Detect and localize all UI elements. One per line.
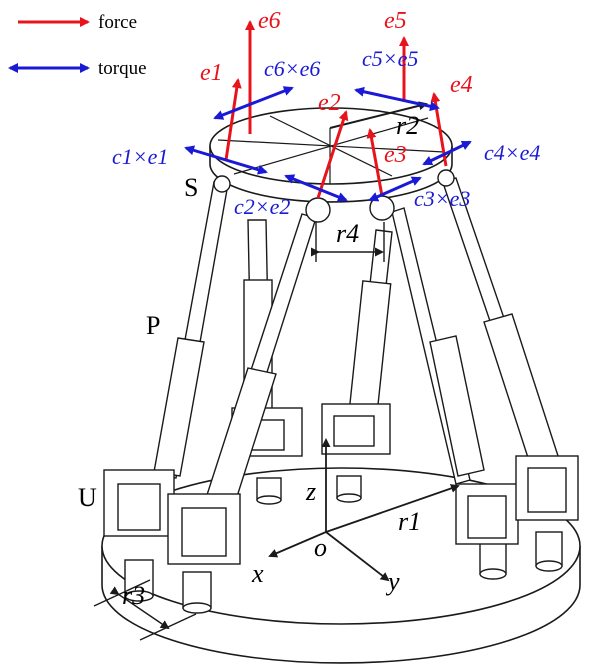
label-z: z: [305, 477, 316, 506]
label-U: U: [78, 483, 97, 512]
label-r2: r2: [396, 111, 419, 140]
u-joints-front: [103, 455, 579, 565]
base-frame: [268, 438, 460, 582]
label-e6: e6: [258, 8, 281, 34]
label-e4: e4: [450, 72, 473, 98]
torque-c1e1-arrow: [184, 145, 268, 175]
label-c4e4: c4×e4: [484, 140, 540, 165]
x-axis: [268, 531, 327, 558]
label-c5e5: c5×e5: [362, 46, 418, 71]
label-e5: e5: [384, 8, 407, 34]
label-S: S: [184, 173, 198, 202]
torque-c6e6-arrow: [213, 86, 294, 120]
label-o: o: [314, 533, 327, 562]
label-c6e6: c6×e6: [264, 56, 320, 81]
label-y: y: [385, 567, 400, 596]
label-r1: r1: [398, 507, 421, 536]
label-c2e2: c2×e2: [234, 194, 290, 219]
label-e2: e2: [318, 90, 341, 116]
torque-arrows: [184, 86, 472, 202]
r3-dimension: [93, 579, 197, 641]
label-e3: e3: [384, 142, 407, 168]
spherical-joints: [213, 169, 455, 223]
label-P: P: [146, 311, 160, 340]
label-r3: r3: [122, 581, 145, 610]
r4-dimension: [311, 222, 385, 262]
torque-c2e2-arrow: [284, 174, 348, 202]
label-c1e1: c1×e1: [112, 144, 168, 169]
label-r4: r4: [336, 219, 359, 248]
r1-arrow: [325, 484, 460, 533]
torque-c3e3-arrow: [368, 176, 422, 202]
legend-force-label: force: [98, 12, 137, 33]
label-x: x: [251, 559, 264, 588]
torque-c5e5-arrow: [354, 86, 440, 112]
torque-c4e4-arrow: [422, 140, 472, 166]
label-e1: e1: [200, 60, 223, 86]
label-c3e3: c3×e3: [414, 186, 470, 211]
labels: e6 e5 e1 e2 e3 e4 c6×e6 c5×e5 c1×e1 c2×e…: [78, 8, 540, 610]
legend-torque-label: torque: [98, 58, 147, 79]
legend: force torque: [8, 12, 147, 79]
y-axis: [325, 531, 390, 582]
